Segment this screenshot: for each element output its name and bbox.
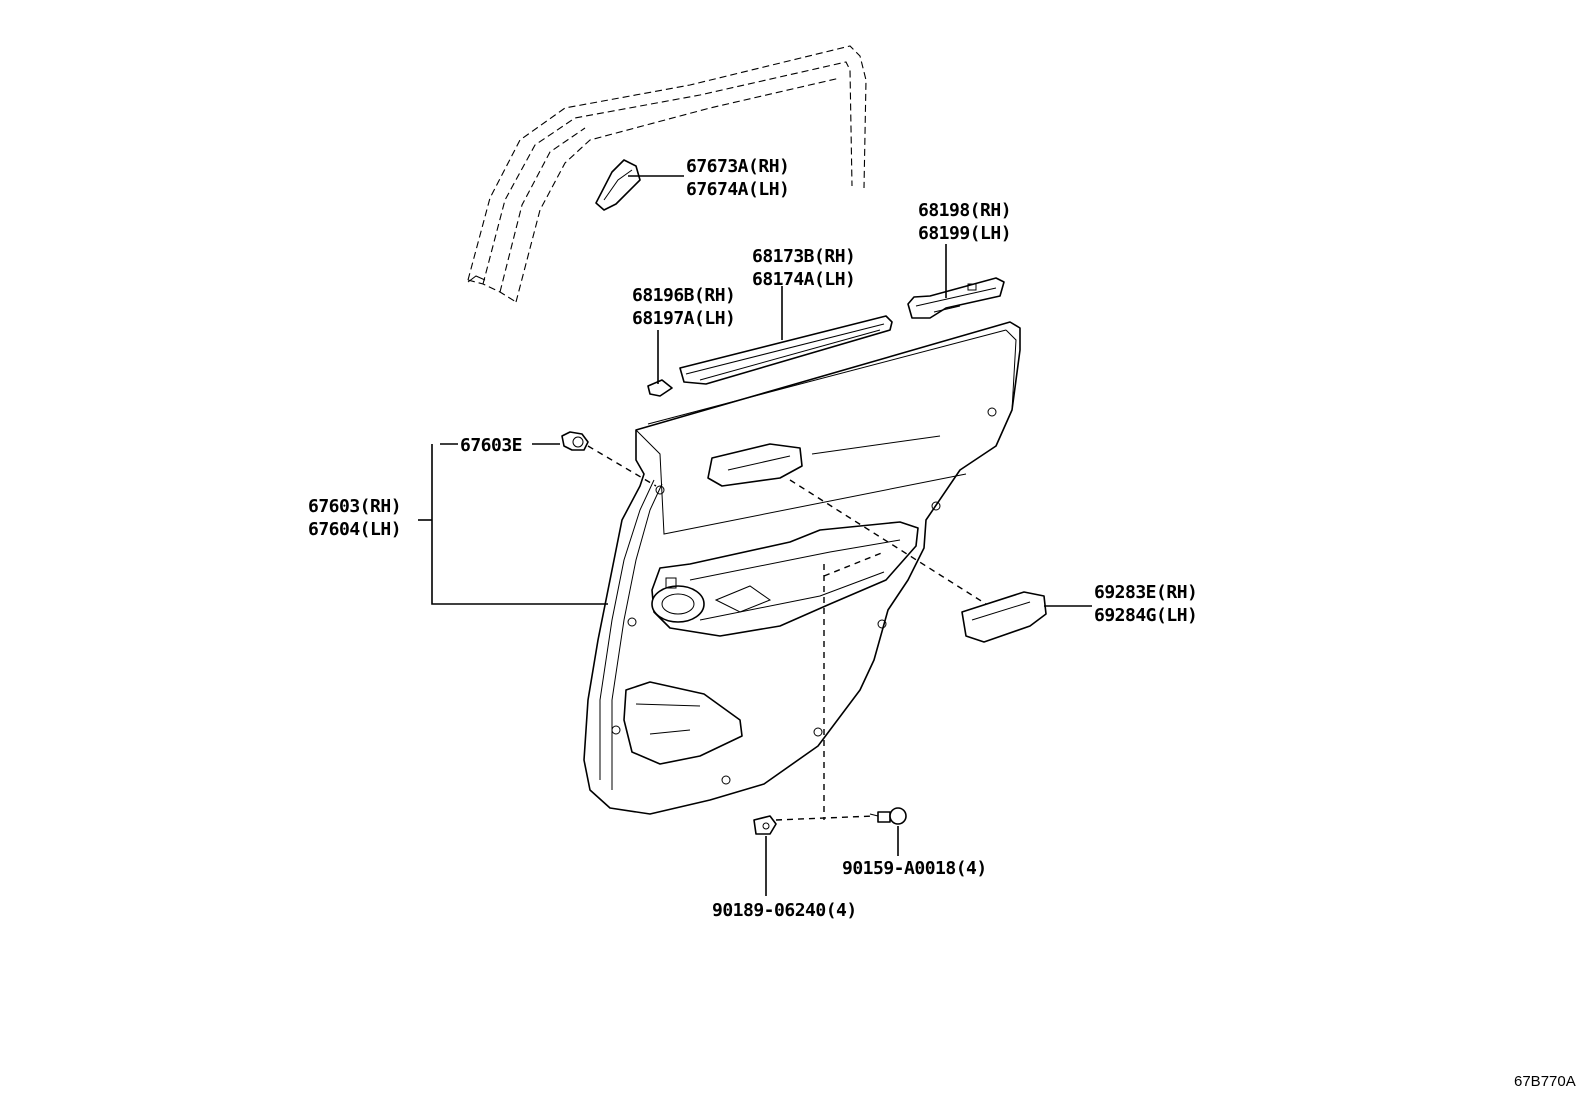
label-67673A: 67673A(RH) [686, 156, 789, 177]
part-90189-nut [753, 815, 777, 835]
part-68196-clip [647, 379, 673, 397]
label-69284G: 69284G(LH) [1094, 605, 1197, 626]
label-68174A: 68174A(LH) [752, 269, 855, 290]
label-67603: 67603(RH) [308, 496, 401, 517]
label-67674A: 67674A(LH) [686, 179, 789, 200]
part-90159-screw [869, 807, 907, 825]
label-68199: 68199(LH) [918, 223, 1011, 244]
label-68197A: 68197A(LH) [632, 308, 735, 329]
part-68198-bracket [907, 277, 1005, 319]
label-90189: 90189-06240(4) [712, 900, 857, 921]
part-67603E-clip [561, 431, 589, 451]
label-68198: 68198(RH) [918, 200, 1011, 221]
part-labels: 67673A(RH) 67674A(LH) 68198(RH) 68199(LH… [308, 156, 1576, 1090]
door-frame-weatherstrip [467, 45, 867, 303]
label-90159: 90159-A0018(4) [842, 858, 987, 879]
label-69283E: 69283E(RH) [1094, 582, 1197, 603]
part-67673-piece [595, 159, 641, 211]
part-67603-trim-panel [583, 321, 1021, 815]
leader-lines [418, 175, 1092, 896]
part-68173-moulding [679, 315, 893, 385]
diagram-reference-code: 67B770A [1514, 1073, 1576, 1090]
label-67604: 67604(LH) [308, 519, 401, 540]
label-68196B: 68196B(RH) [632, 285, 735, 306]
part-69283-cover [961, 591, 1047, 643]
label-68173B: 68173B(RH) [752, 246, 855, 267]
label-67603E: 67603E [460, 435, 522, 456]
